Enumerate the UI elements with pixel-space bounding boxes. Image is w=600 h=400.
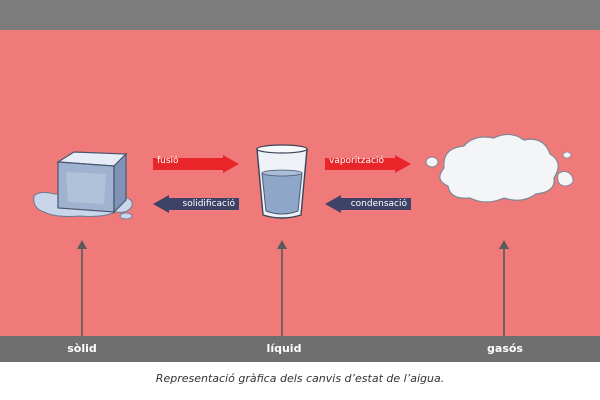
ice-cube-illustration bbox=[33, 151, 133, 220]
gas-indicator-arrow bbox=[499, 240, 509, 336]
vaporization-label: vaporització bbox=[329, 156, 384, 166]
top-bar bbox=[0, 0, 600, 30]
solid-state-label: sòlid bbox=[67, 342, 97, 355]
figure-caption: Representació gràfica dels canvis d’esta… bbox=[155, 372, 445, 385]
condensation-label: condensació bbox=[350, 199, 407, 209]
solid-indicator-arrow bbox=[77, 240, 87, 336]
states-bar bbox=[0, 336, 600, 362]
condensation-arrow: condensació bbox=[325, 195, 411, 213]
fusion-label: fusió bbox=[157, 156, 179, 166]
steam-cloud-illustration bbox=[425, 133, 574, 203]
gas-state-label: gasós bbox=[487, 342, 523, 355]
liquid-indicator-arrow bbox=[277, 240, 287, 336]
solidification-arrow: solidificació bbox=[153, 195, 239, 213]
glass-of-water-illustration bbox=[256, 144, 308, 219]
fusion-arrow: fusió bbox=[153, 155, 239, 173]
solidification-label: solidificació bbox=[182, 199, 236, 209]
liquid-state-label: líquid bbox=[266, 342, 302, 355]
vaporization-arrow: vaporització bbox=[325, 155, 411, 173]
